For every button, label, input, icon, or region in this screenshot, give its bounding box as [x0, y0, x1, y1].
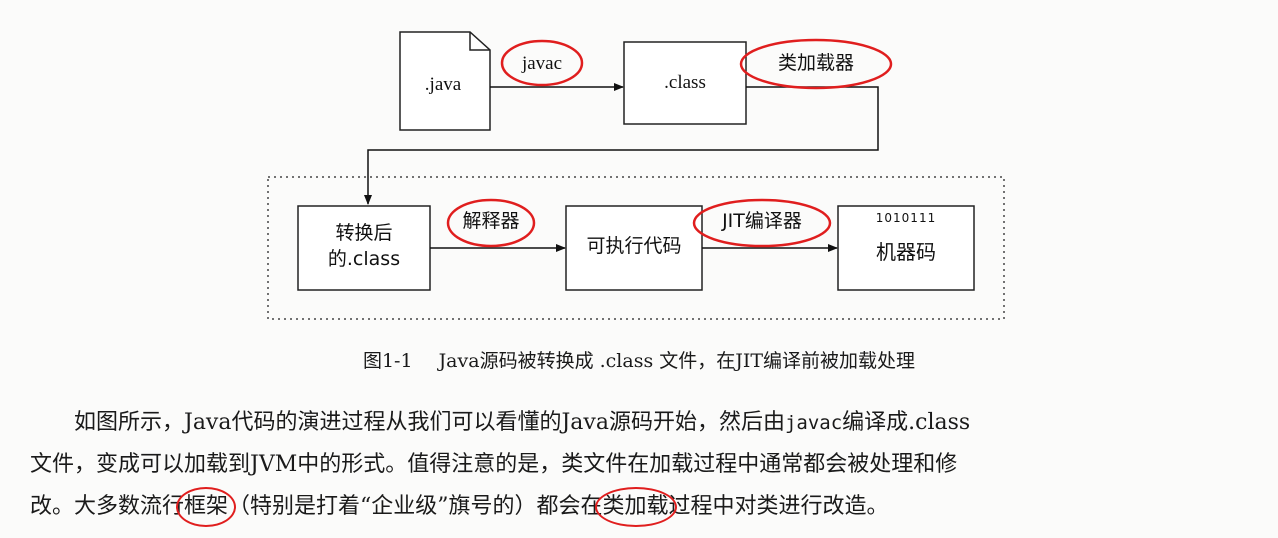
figure-number: 图1-1 [362, 350, 413, 372]
transformed-class-label-line1: 转换后 [335, 222, 393, 244]
paragraph-line-2: 文件，变成可以加载到JVM中的形式。值得注意的是，类文件在加载过程中通常都会被处… [30, 452, 958, 477]
paragraph-line-3: 改。大多数流行框架（特别是打着“企业级”旗号的）都会在类加载过程中对类进行改造。 [30, 486, 1255, 528]
figure-caption-text: Java源码被转换成 .class 文件，在JIT编译前被加载处理 [438, 350, 916, 372]
paragraph-line-1-tail: 编译成.class [842, 410, 971, 435]
javac-inline-code: javac [784, 412, 843, 434]
paragraph-line-3-end: 过程中对类进行改造。 [668, 494, 889, 519]
machine-code-box [837, 205, 975, 291]
highlight-class-loading: 类加载 [594, 486, 677, 528]
interpreter-label: 解释器 [462, 210, 520, 232]
jvm-dotted-region [267, 176, 1005, 320]
binary-digits-label: 1010111 [875, 211, 937, 225]
javac-label: javac [521, 53, 563, 74]
highlight-javac [500, 39, 584, 87]
paragraph-line-3-start: 改。大多数流行 [30, 494, 185, 519]
java-source-file-icon [399, 31, 491, 131]
class-file-box [623, 41, 747, 125]
highlight-framework: 框架 [176, 486, 237, 528]
compilation-flow-diagram [267, 31, 1005, 320]
highlight-class-loader [739, 38, 893, 90]
class-loader-label: 类加载器 [777, 52, 854, 74]
file-fold-corner [469, 32, 490, 51]
java-source-label: .java [424, 74, 462, 95]
body-paragraph: 如图所示，Java代码的演进过程从我们可以看懂的Java源码开始，然后由java… [30, 402, 1255, 528]
paragraph-line-1-text: 如图所示，Java代码的演进过程从我们可以看懂的Java源码开始，然后由 [74, 410, 785, 435]
highlight-interpreter [446, 198, 536, 248]
machine-code-label: 机器码 [876, 240, 936, 264]
paragraph-line-1: 如图所示，Java代码的演进过程从我们可以看懂的Java源码开始，然后由java… [30, 402, 1255, 444]
executable-code-label: 可执行代码 [586, 235, 682, 257]
paragraph-line-3-middle: （特别是打着“企业级”旗号的）都会在 [228, 494, 603, 519]
class-file-label: .class [664, 72, 706, 93]
jit-compiler-label: JIT编译器 [722, 210, 802, 232]
highlight-jit [692, 198, 832, 248]
transformed-class-label-line2: 的.class [327, 248, 401, 270]
figure-caption: 图1-1 Java源码被转换成 .class 文件，在JIT编译前被加载处理 [0, 346, 1278, 373]
